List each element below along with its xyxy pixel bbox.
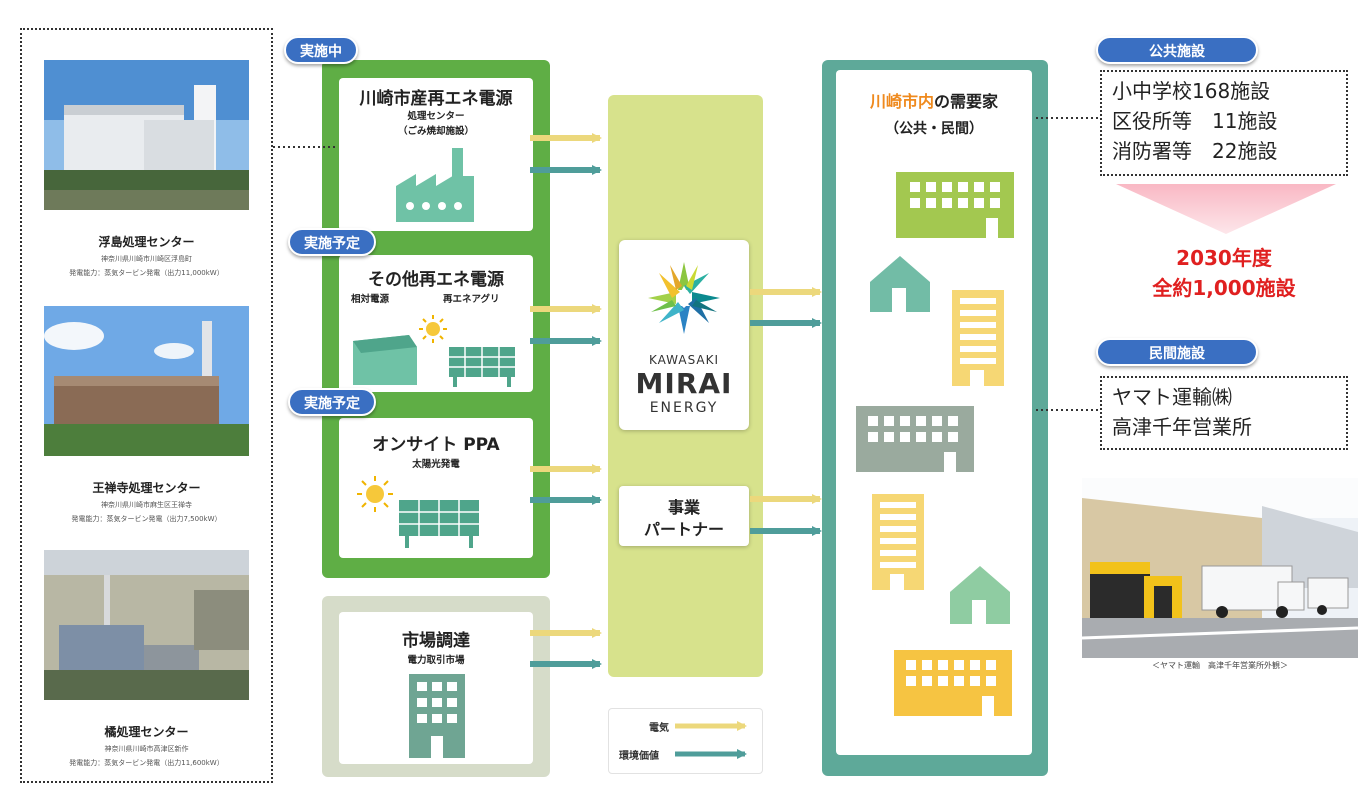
factory-icon bbox=[396, 148, 474, 222]
plant-address: 神奈川県川崎市麻生区王禅寺 bbox=[101, 501, 192, 509]
status-planned-badge: 実施予定 bbox=[288, 228, 376, 256]
yellow-tower-icon bbox=[952, 290, 1004, 386]
plant-name: 橘処理センター bbox=[104, 725, 189, 739]
demand-title-rest: の需要家 bbox=[934, 92, 999, 111]
demand-subtitle: （公共・民間） bbox=[885, 121, 983, 137]
tachibana-plant-photo bbox=[44, 550, 249, 700]
plant-photo-panel: 浮島処理センター 神奈川県川崎市川崎区浮島町 発電能力：蒸気タービン発電（出力1… bbox=[20, 28, 273, 783]
card-title: 川崎市産再エネ電源 bbox=[359, 89, 513, 109]
goal-year: 2030年度 bbox=[1176, 246, 1272, 270]
market-card: 市場調達 電力取引市場 bbox=[339, 612, 533, 764]
yamato-office-photo bbox=[1082, 478, 1358, 658]
status-active-badge: 実施中 bbox=[284, 36, 358, 64]
legend-label-electricity: 電気 bbox=[649, 723, 669, 734]
ozenji-plant-photo bbox=[44, 306, 249, 456]
card-title: オンサイト PPA bbox=[372, 435, 500, 455]
other-renewable-card: その他再エネ電源 相対電源 再エネアグリ bbox=[339, 255, 533, 392]
photo-caption: ＜ヤマト運輸 高津千年営業所外観＞ bbox=[1152, 661, 1288, 670]
demand-title-highlight: 川崎市内 bbox=[869, 92, 934, 111]
logo-text-kawasaki: KAWASAKI bbox=[648, 353, 720, 367]
card-subtitle-left: 相対電源 bbox=[351, 294, 390, 305]
kawasaki-mirai-energy-logo-card: KAWASAKI MIRAI ENERGY bbox=[619, 240, 749, 430]
public-facilities-badge: 公共施設 bbox=[1096, 36, 1258, 64]
arrow-legend: 電気 環境価値 bbox=[608, 708, 763, 774]
public-facility-line: 消防署等 22施設 bbox=[1112, 139, 1278, 163]
onsite-ppa-card: オンサイト PPA 太陽光発電 bbox=[339, 418, 533, 558]
plant-capacity: 発電能力：蒸気タービン発電（出力11,600kW） bbox=[69, 759, 224, 767]
public-facility-line: 小中学校168施設 bbox=[1112, 79, 1271, 103]
private-facility-line: ヤマト運輸㈱ bbox=[1112, 385, 1232, 409]
private-facilities-box: ヤマト運輸㈱ 高津千年営業所 bbox=[1100, 376, 1348, 450]
gray-building-icon bbox=[856, 406, 974, 472]
plant-address: 神奈川県川崎市高津区新作 bbox=[104, 745, 189, 753]
public-facilities-box: 小中学校168施設 区役所等 11施設 消防署等 22施設 bbox=[1100, 70, 1348, 176]
logo-text-mirai: MIRAI bbox=[635, 367, 733, 400]
card-subtitle: （ごみ焼却施設） bbox=[397, 126, 474, 137]
legend-label-environmental-value: 環境価値 bbox=[619, 751, 659, 762]
card-title: その他再エネ電源 bbox=[368, 270, 504, 290]
public-building-icon bbox=[896, 172, 1014, 238]
plant-capacity: 発電能力：蒸気タービン発電（出力7,500kW） bbox=[71, 515, 222, 523]
card-subtitle: 処理センター bbox=[407, 111, 465, 122]
logo-text-energy: ENERGY bbox=[649, 400, 719, 416]
card-subtitle: 太陽光発電 bbox=[412, 459, 460, 470]
orange-building-icon bbox=[894, 650, 1012, 716]
partner-label-line2: パートナー bbox=[643, 520, 724, 539]
plant-name: 王禅寺処理センター bbox=[92, 481, 201, 495]
card-subtitle: 電力取引市場 bbox=[407, 655, 465, 666]
mirai-energy-logo-icon bbox=[648, 262, 720, 334]
city-renewable-card: 川崎市産再エネ電源 処理センター （ごみ焼却施設） bbox=[339, 78, 533, 231]
status-planned-badge: 実施予定 bbox=[288, 388, 376, 416]
goal-facilities: 全約1,000施設 bbox=[1152, 276, 1296, 300]
plant-address: 神奈川県川崎市川崎区浮島町 bbox=[101, 255, 192, 263]
private-facility-line: 高津千年営業所 bbox=[1112, 415, 1252, 439]
partner-label-line1: 事業 bbox=[667, 498, 700, 517]
business-partner-card: 事業 パートナー bbox=[619, 486, 749, 546]
down-arrow-icon bbox=[1116, 184, 1336, 234]
plant-name: 浮島処理センター bbox=[98, 235, 195, 249]
private-facilities-badge: 民間施設 bbox=[1096, 338, 1258, 366]
office-building-icon bbox=[409, 674, 465, 758]
house-icon bbox=[950, 566, 1010, 624]
demand-title: 川崎市内の需要家 bbox=[836, 88, 1032, 112]
demand-buildings-illustration bbox=[856, 172, 1014, 716]
card-title: 市場調達 bbox=[402, 631, 470, 651]
public-facility-line: 区役所等 11施設 bbox=[1112, 109, 1278, 133]
house-icon bbox=[870, 256, 930, 312]
card-subtitle-right: 再エネアグリ bbox=[443, 294, 500, 305]
yellow-tower-icon bbox=[872, 494, 924, 590]
ukishima-plant-photo bbox=[44, 60, 249, 210]
solar-farm-icon bbox=[353, 315, 515, 387]
solar-panel-icon bbox=[357, 476, 479, 548]
plant-capacity: 発電能力：蒸気タービン発電（出力11,000kW） bbox=[69, 269, 224, 277]
